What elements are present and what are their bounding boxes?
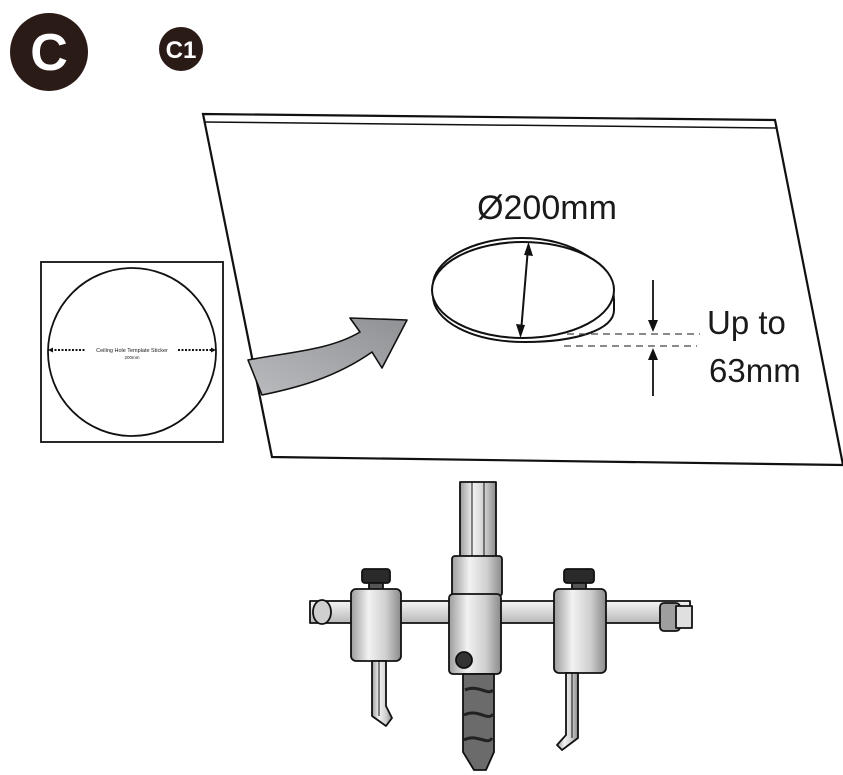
- badge-main-label: C: [30, 24, 68, 82]
- badge-circle: [10, 13, 88, 91]
- thickness-indicator: [564, 280, 700, 396]
- hole-diameter-label: Ø200mm: [477, 189, 617, 227]
- sticker-label: Ceiling Hole Template Sticker: [96, 348, 168, 354]
- step-badge-sub: C1: [159, 27, 203, 71]
- curved-arrow-icon: [247, 317, 408, 396]
- sticker-size: 200mm: [124, 355, 139, 360]
- template-sticker: Ceiling Hole Template Sticker 200mm: [40, 261, 224, 443]
- badge-sub-circle: [159, 27, 203, 71]
- step-badge-main: C: [10, 13, 88, 91]
- badge-sub-label: C1: [166, 37, 197, 64]
- thickness-label-line1: Up to: [707, 304, 786, 341]
- ceiling-hole: [431, 236, 615, 344]
- thickness-label-line2: 63mm: [709, 352, 801, 389]
- adjustable-hole-cutter-icon: [309, 481, 693, 771]
